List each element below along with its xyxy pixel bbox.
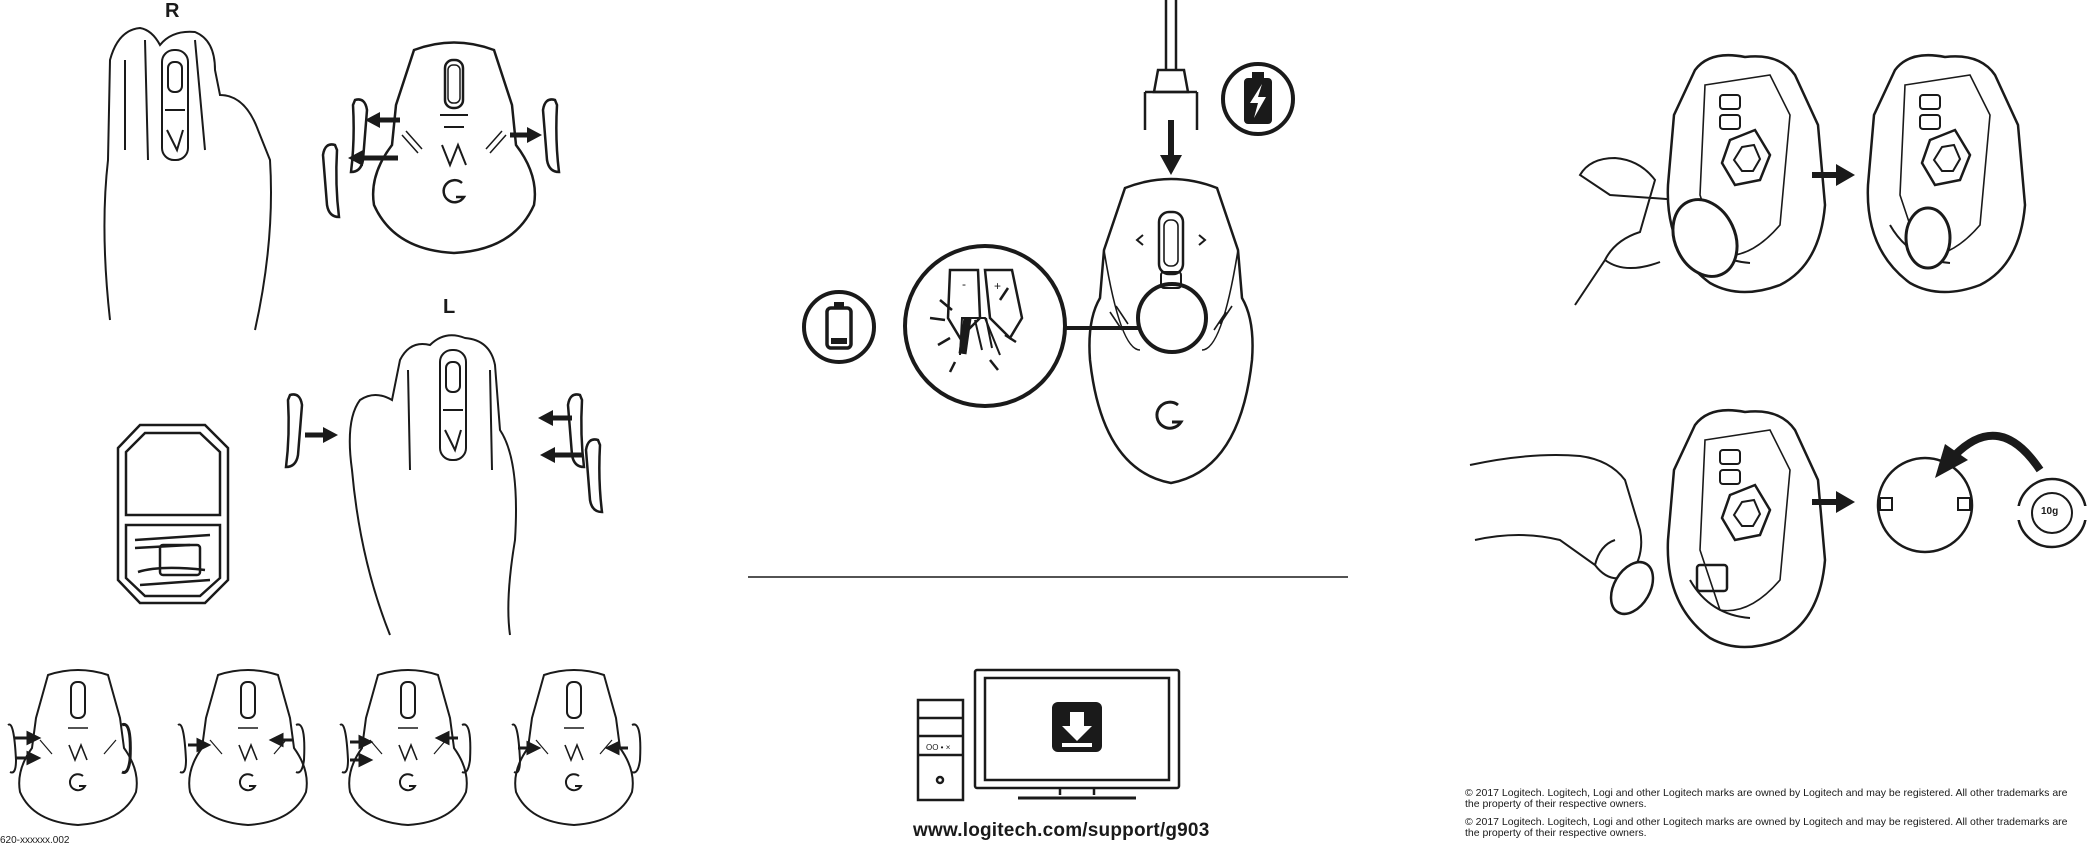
usb-cable-connector [1143,0,1199,130]
mouse-top-view-r [371,41,537,255]
arrow-right-4 [1812,491,1855,513]
mouse-top-view-charging [1088,177,1254,485]
copyright-notice-2: © 2017 Logitech. Logitech, Logi and othe… [1465,816,2068,839]
panel-configurations-row [7,669,642,826]
arrow-left-4 [540,447,582,463]
desktop-computer-tower: OO • × [916,698,965,802]
side-panel-l-right-lower [584,438,604,514]
support-url[interactable]: www.logitech.com/support/g903 [913,820,1210,841]
curved-arrow [1935,431,2044,478]
weight-slot [1695,563,1729,593]
download-icon [1052,702,1102,752]
svg-text:-: - [962,277,966,291]
arrow-down [1160,120,1182,175]
left-hand-grip [348,334,517,636]
svg-text:OO • ×: OO • × [926,743,951,752]
weight-cover-plate [1876,456,1974,554]
led-highlight-circle [1136,282,1208,354]
copyright-notice-1: © 2017 Logitech. Logitech, Logi and othe… [1465,787,2068,810]
arrow-left-2 [348,150,398,166]
arrow-left-1 [365,112,400,128]
side-panel-l-left [284,393,304,469]
low-battery-icon [802,290,876,364]
svg-text:+: + [994,279,1001,293]
hand-removing-weight [1469,454,1643,580]
weight-disc-inserted [1904,206,1952,270]
side-panel-right [541,98,561,174]
charging-battery-icon [1221,62,1295,136]
panel-storage-case [116,423,230,605]
weight-10g-disc [2014,477,2090,549]
weight-label: 10g [2041,506,2059,517]
arrow-right-1 [510,127,542,143]
weight-disc-in-hand [1671,198,1739,278]
led-zoom-callout: - + [903,244,1067,408]
arrow-left-3 [538,410,572,426]
weight-disc-held [1609,560,1655,616]
right-hand-grip [103,26,272,331]
side-panel-left-lower [321,143,341,219]
arrow-right-2 [305,427,338,443]
right-hand-label: R [165,0,180,22]
arrow-right-3 [1812,164,1855,186]
mouse-bottom-view-3 [1666,408,1827,649]
part-number: 620-xxxxxx.002 [0,835,70,846]
left-hand-label: L [443,296,456,318]
hand-holding-weight [1574,156,1681,306]
